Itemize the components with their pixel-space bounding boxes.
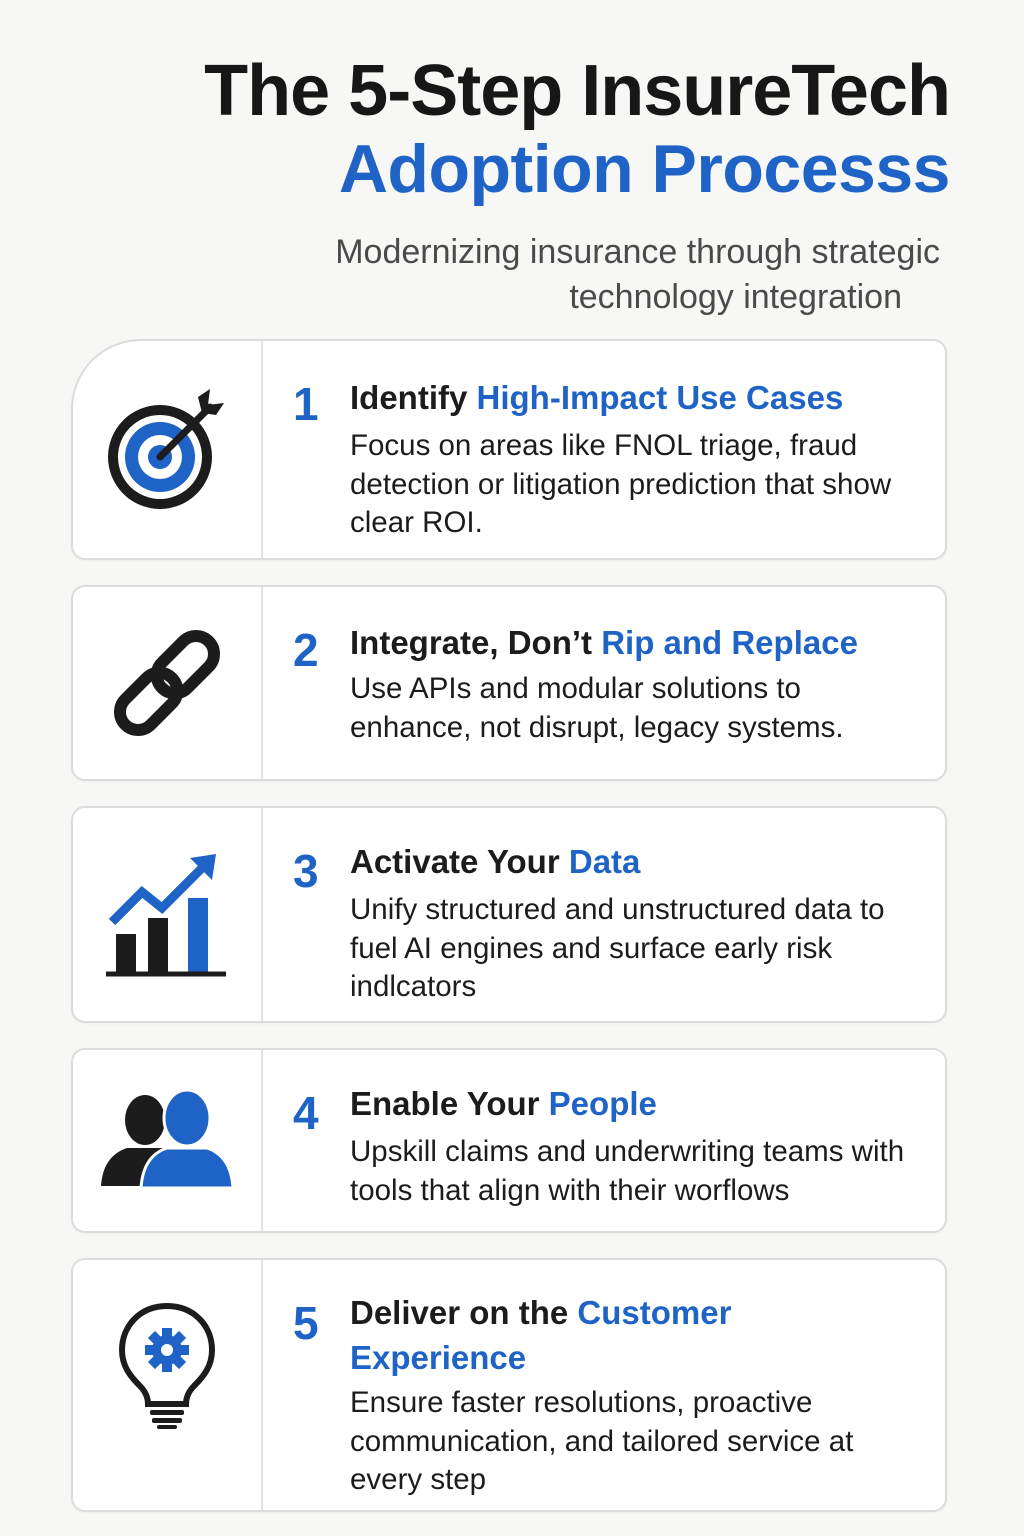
lightbulb-gear-icon (118, 1302, 216, 1429)
step-3-description: Unify structured and unstructured data t… (350, 893, 885, 1003)
step-2-title: Integrate, Don’t Rip and Replace (350, 620, 915, 665)
subtitle-line-1: Modernizing insurance through strategic (335, 233, 940, 271)
step-3-number: 3 (293, 845, 319, 897)
step-5-icon-cell (73, 1260, 261, 1510)
step-1-icon-cell (73, 341, 261, 558)
step-card-3: 3 Activate Your Data Unify structured an… (71, 806, 947, 1023)
step-1-title-plain: Identify (350, 379, 477, 416)
step-5-title-plain: Deliver on the (350, 1294, 578, 1331)
step-3-divider (261, 808, 263, 1021)
step-3-title-plain: Activate Your (350, 843, 569, 880)
step-card-5: 5 Deliver on the Customer Experience Ens… (71, 1258, 947, 1512)
step-card-4: 4 Enable Your People Upskill claims and … (71, 1048, 947, 1233)
step-4-number: 4 (293, 1087, 319, 1139)
step-card-1: 1 Identify High-Impact Use Cases Focus o… (71, 339, 947, 560)
step-2-number: 2 (293, 624, 319, 676)
step-3-title-highlight: Data (568, 843, 641, 880)
step-5-description: Ensure faster resolutions, proactive com… (350, 1386, 854, 1496)
step-4-divider (261, 1050, 263, 1231)
people-icon (101, 1088, 235, 1189)
step-1-number: 1 (293, 378, 319, 430)
step-1-title: Identify High-Impact Use Cases (350, 375, 915, 420)
step-card-2: 2 Integrate, Don’t Rip and Replace Use A… (71, 585, 947, 781)
step-2-divider (261, 587, 263, 779)
header: The 5-Step InsureTech Adoption Processs … (70, 51, 951, 320)
step-5-title: Deliver on the Customer Experience (350, 1290, 805, 1380)
step-2-icon-cell (73, 587, 261, 779)
step-4-title-plain: Enable Your (350, 1085, 549, 1122)
page-title: The 5-Step InsureTech (204, 51, 951, 131)
step-5-number: 5 (293, 1297, 319, 1349)
step-2-title-plain: Integrate, Don’t (350, 624, 602, 661)
step-3-icon-cell (73, 808, 261, 1021)
target-icon (108, 388, 224, 509)
step-5-title-highlight: Customer Experience (350, 1294, 732, 1376)
step-1-divider (261, 341, 263, 558)
step-5-divider (261, 1260, 263, 1510)
subtitle-line-2: technology integration (569, 278, 902, 316)
page-title-highlight: Adoption Processs (338, 131, 951, 207)
step-1-description: Focus on areas like FNOL triage, fraud d… (350, 429, 892, 539)
step-2-title-highlight: Rip and Replace (601, 624, 858, 661)
step-4-title: Enable Your People (350, 1081, 915, 1126)
step-4-title-highlight: People (548, 1085, 657, 1122)
step-4-icon-cell (73, 1050, 261, 1231)
step-2-description: Use APIs and modular solutions to enhanc… (350, 672, 844, 744)
step-1-title-highlight: High-Impact Use Cases (476, 379, 844, 416)
page-subtitle: Modernizing insurance through strategic … (70, 230, 950, 320)
step-3-title: Activate Your Data (350, 839, 915, 884)
step-4-description: Upskill claims and underwriting teams wi… (350, 1135, 905, 1207)
chain-link-icon (114, 630, 220, 736)
growth-chart-icon (106, 853, 226, 976)
